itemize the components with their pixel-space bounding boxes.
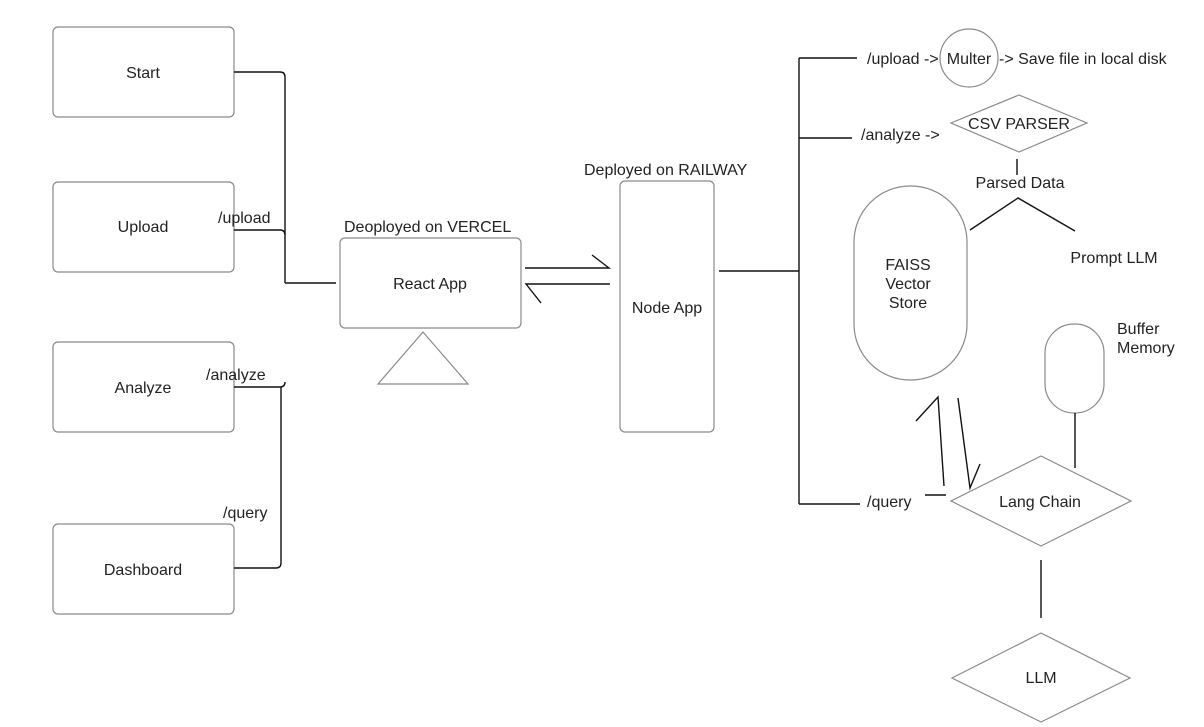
upload-page-box: Upload — [52, 181, 235, 273]
node-app-label: Node App — [632, 300, 702, 317]
faiss-vector-store-node: FAISS Vector Store — [853, 185, 968, 381]
dashboard-page-box: Dashboard — [52, 523, 235, 615]
route-query-label: /query — [223, 505, 267, 522]
react-node-arrows — [524, 254, 612, 304]
railway-deploy-label: Deployed on RAILWAY — [584, 162, 748, 179]
route-upload-arrow-label: /upload -> — [867, 51, 939, 68]
pages-to-react-connectors — [234, 71, 336, 569]
llm-node: LLM — [950, 632, 1132, 723]
route-analyze-arrow-label: /analyze -> — [861, 127, 940, 144]
upload-page-label: Upload — [118, 219, 169, 236]
node-route-branches — [719, 57, 860, 505]
multer-label: Multer — [947, 51, 992, 68]
vercel-deploy-label: Deoployed on VERCEL — [344, 219, 511, 236]
langchain-label: Lang Chain — [999, 494, 1081, 511]
buffer-memory-line1: Buffer — [1117, 321, 1160, 338]
faiss-line2: Vector — [885, 276, 931, 293]
route-analyze-label: /analyze — [206, 367, 266, 384]
analyze-page-box: Analyze — [52, 341, 235, 433]
route-query-arrow-label: /query — [867, 494, 911, 511]
parsed-data-label: Parsed Data — [976, 175, 1065, 192]
csv-parser-label: CSV PARSER — [968, 116, 1070, 133]
route-upload-label: /upload — [218, 210, 271, 227]
langchain-node: Lang Chain — [949, 455, 1133, 547]
llm-label: LLM — [1025, 670, 1056, 687]
start-page-label: Start — [126, 65, 160, 82]
save-file-label: -> Save file in local disk — [999, 51, 1168, 68]
faiss-line1: FAISS — [885, 257, 930, 274]
dashboard-page-label: Dashboard — [104, 562, 182, 579]
vercel-triangle-icon — [376, 331, 470, 385]
react-app-box: React App — [339, 237, 522, 329]
multer-node: Multer — [939, 28, 999, 88]
start-page-box: Start — [52, 26, 235, 118]
analyze-page-label: Analyze — [115, 380, 172, 397]
faiss-line3: Store — [889, 295, 927, 312]
csv-parser-node: CSV PARSER — [949, 94, 1089, 153]
prompt-llm-label: Prompt LLM — [1070, 250, 1157, 267]
buffer-memory-node — [1044, 323, 1105, 414]
node-app-box: Node App — [619, 180, 715, 433]
buffer-memory-line2: Memory — [1117, 340, 1175, 357]
faiss-langchain-arrows — [915, 395, 981, 491]
parsed-data-split — [969, 197, 1076, 232]
react-app-label: React App — [393, 276, 467, 293]
